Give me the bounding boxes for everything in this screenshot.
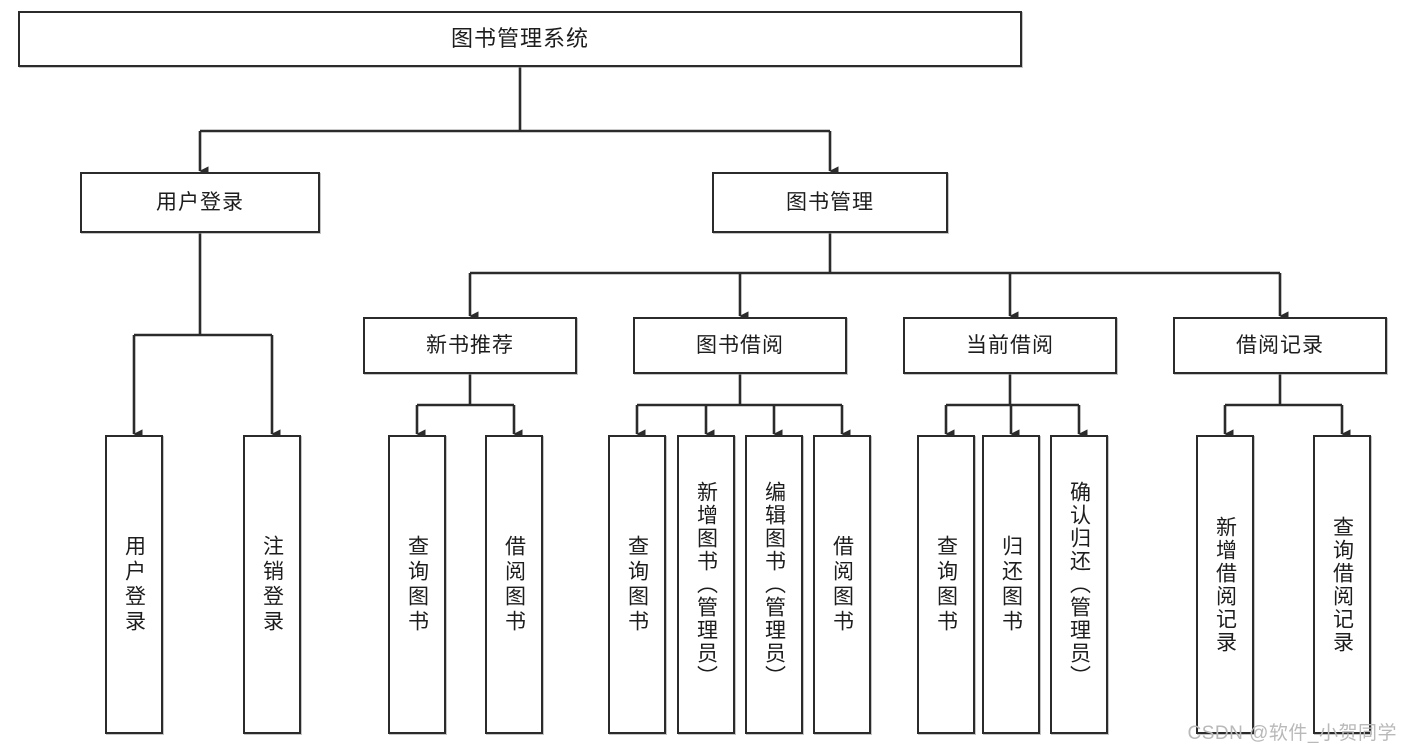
- node-leaf-query-book-2[interactable]: 查询图书: [608, 435, 666, 734]
- node-label: 图书管理: [786, 190, 874, 214]
- node-label: 归还图书: [999, 534, 1023, 635]
- node-leaf-user-login[interactable]: 用户登录: [105, 435, 163, 734]
- node-leaf-query-book-3[interactable]: 查询图书: [917, 435, 975, 734]
- node-label: 查询图书: [625, 534, 649, 635]
- node-book-borrow[interactable]: 图书借阅: [633, 317, 847, 374]
- node-leaf-add-book[interactable]: 新增图书（管理员）: [677, 435, 735, 734]
- node-label: 编辑图书（管理员）: [762, 481, 786, 688]
- node-label: 用户登录: [156, 190, 244, 214]
- node-label: 借阅图书: [830, 534, 854, 635]
- node-leaf-edit-book[interactable]: 编辑图书（管理员）: [745, 435, 803, 734]
- node-label: 图书借阅: [696, 333, 784, 357]
- node-label: 用户登录: [122, 534, 146, 635]
- node-label: 新书推荐: [426, 333, 514, 357]
- node-leaf-borrow-book-2[interactable]: 借阅图书: [813, 435, 871, 734]
- node-label: 借阅记录: [1236, 333, 1324, 357]
- node-label: 借阅图书: [502, 534, 526, 635]
- node-label: 查询图书: [405, 534, 429, 635]
- node-book-manage[interactable]: 图书管理: [712, 172, 948, 233]
- node-user-login[interactable]: 用户登录: [80, 172, 320, 233]
- node-root[interactable]: 图书管理系统: [18, 11, 1022, 67]
- node-leaf-query-record[interactable]: 查询借阅记录: [1313, 435, 1371, 734]
- node-borrow-record[interactable]: 借阅记录: [1173, 317, 1387, 374]
- node-leaf-add-record[interactable]: 新增借阅记录: [1196, 435, 1254, 734]
- node-current-borrow[interactable]: 当前借阅: [903, 317, 1117, 374]
- node-leaf-return-book[interactable]: 归还图书: [982, 435, 1040, 734]
- node-label: 图书管理系统: [450, 25, 589, 51]
- node-leaf-query-book-1[interactable]: 查询图书: [388, 435, 446, 734]
- node-label: 确认归还（管理员）: [1067, 481, 1091, 688]
- node-label: 查询借阅记录: [1330, 515, 1354, 654]
- node-label: 新增借阅记录: [1213, 515, 1237, 654]
- node-new-book-rec[interactable]: 新书推荐: [363, 317, 577, 374]
- node-label: 新增图书（管理员）: [694, 481, 718, 688]
- node-leaf-logout[interactable]: 注销登录: [243, 435, 301, 734]
- node-leaf-borrow-book-1[interactable]: 借阅图书: [485, 435, 543, 734]
- node-label: 当前借阅: [966, 333, 1054, 357]
- node-label: 查询图书: [934, 534, 958, 635]
- node-label: 注销登录: [260, 534, 284, 635]
- node-leaf-confirm-return[interactable]: 确认归还（管理员）: [1050, 435, 1108, 734]
